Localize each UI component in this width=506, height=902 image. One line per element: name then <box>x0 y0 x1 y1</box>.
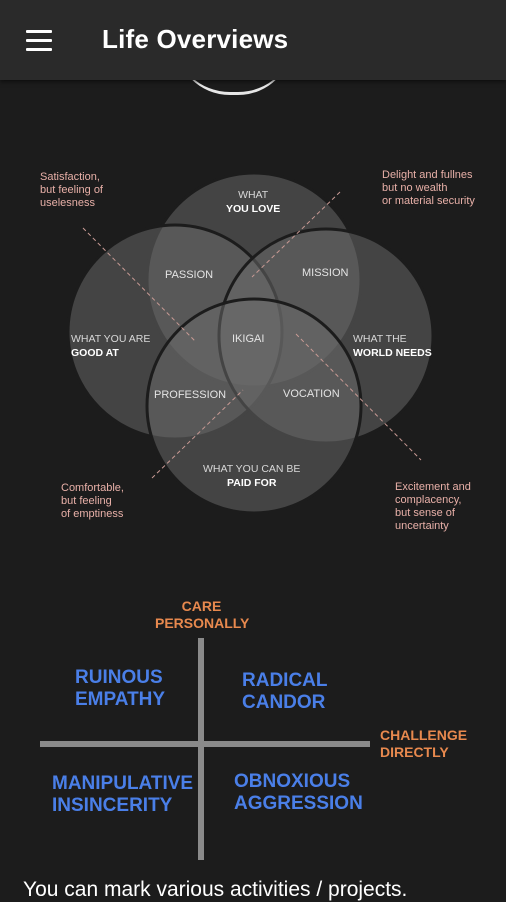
quadrant-manipulative-insincerity: MANIPULATIVE INSINCERITY <box>52 773 194 816</box>
description-text: You can mark various activities / projec… <box>23 878 408 901</box>
pointer-line-top-right <box>251 191 341 278</box>
hamburger-menu-icon[interactable] <box>26 30 54 52</box>
label-paid-for: WHAT YOU CAN BE PAID FOR <box>203 463 301 489</box>
label-world-needs: WHAT THE WORLD NEEDS <box>353 333 432 359</box>
label-mission: MISSION <box>302 267 349 279</box>
radical-candor-quadrant: CARE PERSONALLY CHALLENGE DIRECTLY RUINO… <box>0 590 506 870</box>
app-bar: Life Overviews <box>0 0 506 80</box>
quadrant-ruinous-empathy: RUINOUS EMPATHY <box>75 667 166 710</box>
quadrant-radical-candor: RADICAL CANDOR <box>242 670 328 713</box>
page-title: Life Overviews <box>102 24 289 54</box>
circle-what-you-can-be-paid-for <box>145 297 363 515</box>
axis-label-challenge-directly: CHALLENGE DIRECTLY <box>380 727 468 760</box>
ikigai-venn <box>66 171 435 515</box>
quadrant-obnoxious-aggression: OBNOXIOUS AGGRESSION <box>234 771 363 814</box>
annotation-top-right: Delight and fullnes but no wealth or mat… <box>382 169 475 207</box>
axis-label-care-personally: CARE PERSONALLY <box>155 598 250 631</box>
annotation-top-left: Satisfaction, but feeling of uselesness <box>40 171 103 209</box>
quadrant-axes <box>40 638 370 860</box>
annotation-bottom-left: Comfortable, but feeling of emptiness <box>61 482 124 520</box>
pointer-line-bottom-left <box>151 389 244 479</box>
label-what-you-love: WHAT YOU LOVE <box>226 189 281 215</box>
annotation-bottom-right: Excitement and complacency, but sense of… <box>395 481 471 532</box>
label-vocation: VOCATION <box>283 388 340 400</box>
pointer-line-bottom-right <box>295 333 422 461</box>
vertical-axis <box>198 638 204 860</box>
horizontal-axis <box>40 741 370 747</box>
label-ikigai: IKIGAI <box>232 333 265 345</box>
label-good-at: WHAT YOU ARE GOOD AT <box>71 333 151 359</box>
pointer-line-top-left <box>82 227 197 343</box>
label-profession: PROFESSION <box>154 389 227 401</box>
ikigai-diagram: Satisfaction, but feeling of uselesness … <box>0 160 506 540</box>
label-passion: PASSION <box>165 269 214 281</box>
